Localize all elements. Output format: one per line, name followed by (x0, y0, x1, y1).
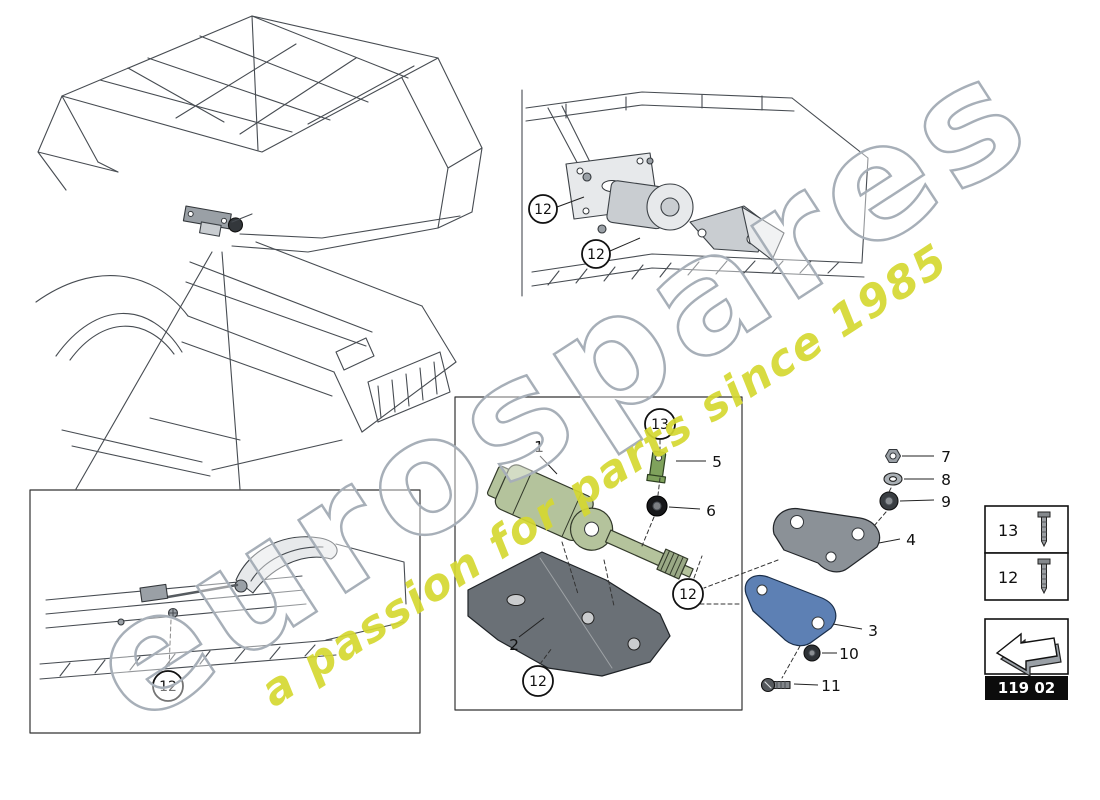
washer-part (883, 472, 903, 486)
bushing-part (646, 495, 668, 517)
callout-3-label: 3 (868, 622, 878, 640)
part-group-badge: 119 02 (985, 676, 1068, 700)
grommet-part (879, 491, 899, 511)
legend-12-label: 12 (998, 568, 1018, 587)
clip-part (646, 450, 667, 484)
nav-arrow-box[interactable] (984, 618, 1069, 678)
callout-12-text: 12 (679, 587, 697, 603)
fastener-legend: 13 12 119 02 (984, 505, 1069, 700)
mounting-plate-part (467, 551, 671, 677)
callout-7-label: 7 (941, 448, 951, 466)
callout-12-text: 12 (534, 202, 552, 218)
legend-item-12[interactable]: 12 (984, 552, 1069, 601)
chassis-overview-drawing (35, 15, 483, 490)
callout-9-label: 9 (941, 493, 951, 511)
callout-13-circle-exploded[interactable]: 13 (644, 408, 676, 440)
callout-2-label: 2 (509, 636, 519, 654)
callout-11-label: 11 (821, 677, 841, 695)
bracket-blue-part (744, 574, 837, 647)
callout-8-label: 8 (941, 471, 951, 489)
wiper-motor-overview (182, 205, 244, 237)
part-number-labels: 1 2 3 4 5 6 7 8 9 10 11 (509, 438, 951, 695)
callout-13-text: 13 (651, 417, 669, 433)
wiper-motor-part (486, 464, 694, 580)
callout-12-text: 12 (587, 247, 605, 263)
callout-12-circle-exploded-low[interactable]: 12 (522, 665, 554, 697)
circled-callouts: 12 12 12 12 12 13 (152, 194, 704, 702)
screw-part (760, 677, 791, 693)
callout-12-circle-exploded-mid[interactable]: 12 (672, 578, 704, 610)
frame-zoom-drawing (521, 89, 869, 297)
callout-6-label: 6 (706, 502, 716, 520)
callout-12-circle-zoom-b[interactable]: 12 (581, 239, 611, 269)
wiper-arm (235, 536, 338, 594)
callout-12-text: 12 (529, 674, 547, 690)
callout-12-circle-zoom-a[interactable]: 12 (528, 194, 558, 224)
wiper-motor-zoom (582, 157, 785, 261)
washer-small-part (803, 644, 821, 662)
part-group-code: 119 02 (998, 679, 1055, 697)
exploded-view-drawing (454, 396, 903, 711)
leader-lines (518, 196, 935, 686)
callout-5-label: 5 (712, 453, 722, 471)
legend-13-label: 13 (998, 521, 1018, 540)
callout-1-label: 1 (534, 438, 544, 456)
screw-icon (1037, 558, 1051, 595)
legend-item-13[interactable]: 13 (984, 505, 1069, 554)
back-arrow-icon (995, 632, 1058, 672)
sill-detail-drawing (29, 489, 421, 734)
nut-part (884, 448, 902, 464)
bracket-gray-part (772, 507, 881, 573)
callout-10-label: 10 (839, 645, 859, 663)
callout-12-circle-sill[interactable]: 12 (152, 670, 184, 702)
callout-4-label: 4 (906, 531, 916, 549)
callout-12-text: 12 (159, 679, 177, 695)
screw-icon (1037, 511, 1051, 548)
